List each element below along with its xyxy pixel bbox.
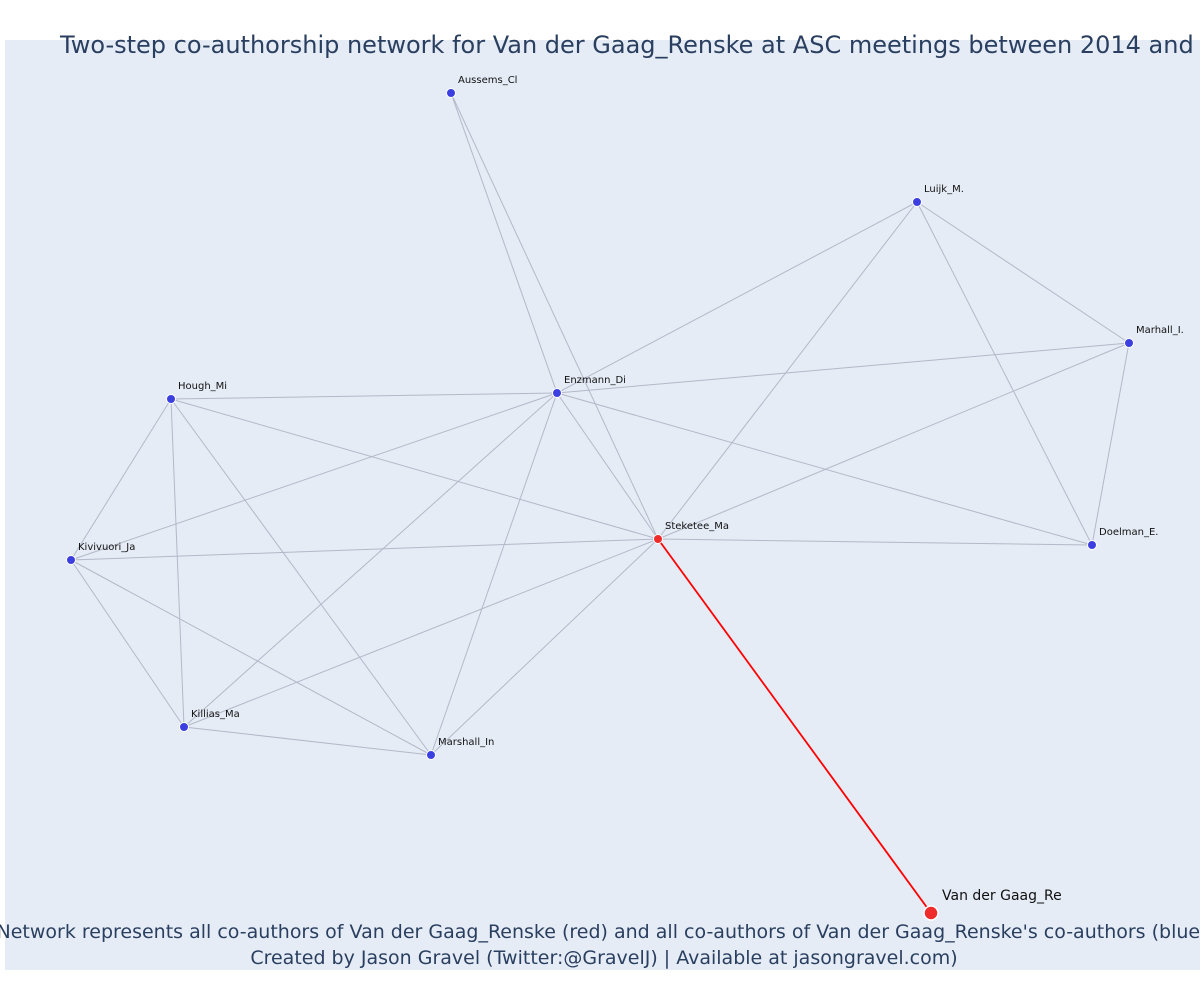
node-luijk[interactable] <box>912 197 922 207</box>
edge-luijk-enzmann <box>556 201 918 394</box>
node-label-marshall: Marshall_In <box>438 737 494 748</box>
edge-luijk-marhall <box>916 201 1130 344</box>
edge-steketee-vandergaag <box>657 538 932 914</box>
node-label-marhall: Marhall_I. <box>1136 325 1184 336</box>
nodes-layer <box>66 88 1134 921</box>
edge-hough-kivivuori <box>70 398 172 561</box>
node-killias[interactable] <box>179 722 189 732</box>
edge-hough-marshall <box>170 398 432 756</box>
edge-enzmann-kivivuori <box>70 392 558 561</box>
node-label-doelman: Doelman_E. <box>1099 527 1158 538</box>
plot-background <box>5 40 1200 970</box>
edge-steketee-doelman <box>657 538 1093 546</box>
node-label-vandergaag: Van der Gaag_Re <box>942 888 1062 904</box>
edge-hough-steketee <box>170 398 659 540</box>
node-vandergaag[interactable] <box>923 905 939 921</box>
footer-line-1: Network represents all co-authors of Van… <box>0 921 1200 943</box>
edge-marhall-doelman <box>1091 342 1130 546</box>
node-marhall[interactable] <box>1124 338 1134 348</box>
figure-title: Two-step co-authorship network for Van d… <box>59 31 1200 59</box>
node-label-hough: Hough_Mi <box>178 381 227 392</box>
node-hough[interactable] <box>166 394 176 404</box>
edge-aussems-steketee <box>450 92 659 540</box>
node-label-aussems: Aussems_Cl <box>458 75 517 86</box>
edge-kivivuori-marshall <box>70 559 432 756</box>
edge-marhall-enzmann <box>556 342 1130 394</box>
edge-steketee-kivivuori <box>70 538 659 561</box>
edge-steketee-killias <box>183 538 659 728</box>
node-label-kivivuori: Kivivuori_Ja <box>78 542 135 553</box>
edge-marhall-steketee <box>657 342 1130 540</box>
node-marshall[interactable] <box>426 750 436 760</box>
edge-hough-enzmann <box>170 392 558 400</box>
node-label-killias: Killias_Ma <box>191 709 240 720</box>
node-label-steketee: Steketee_Ma <box>665 521 729 532</box>
node-steketee[interactable] <box>653 534 663 544</box>
edge-enzmann-doelman <box>556 392 1093 546</box>
edge-enzmann-steketee <box>556 392 659 540</box>
node-label-enzmann: Enzmann_Di <box>564 375 626 386</box>
edge-hough-killias <box>170 398 185 728</box>
edge-steketee-marshall <box>430 538 659 756</box>
edges-layer <box>70 92 1130 914</box>
node-doelman[interactable] <box>1087 540 1097 550</box>
footer-line-2: Created by Jason Gravel (Twitter:@Gravel… <box>250 947 957 969</box>
edge-luijk-steketee <box>657 201 918 540</box>
edge-enzmann-killias <box>183 392 558 728</box>
edge-enzmann-marshall <box>430 392 558 756</box>
node-kivivuori[interactable] <box>66 555 76 565</box>
node-aussems[interactable] <box>446 88 456 98</box>
edge-aussems-enzmann <box>450 92 558 394</box>
edge-kivivuori-killias <box>70 559 185 728</box>
edge-luijk-doelman <box>916 201 1093 546</box>
node-label-luijk: Luijk_M. <box>924 184 964 195</box>
node-enzmann[interactable] <box>552 388 562 398</box>
edge-killias-marshall <box>183 726 432 756</box>
